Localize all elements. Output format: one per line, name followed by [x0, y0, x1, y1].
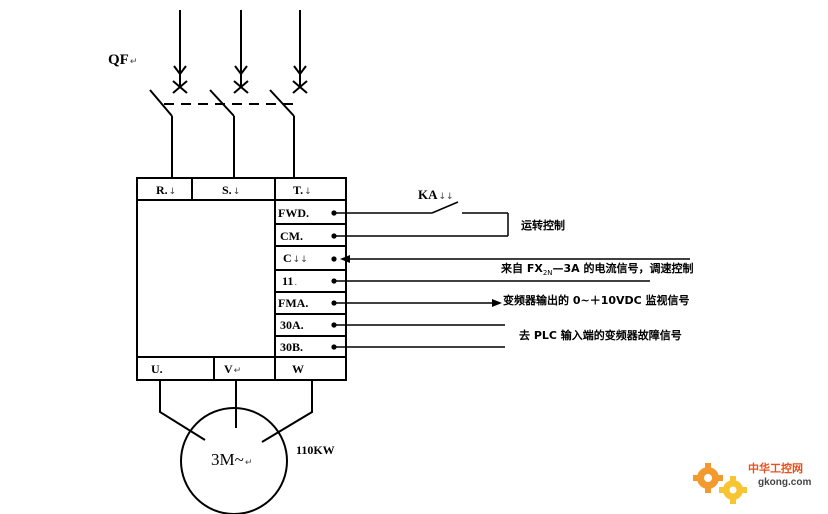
terminal-30b: 30B. [280, 341, 304, 354]
terminal-s-label: S. [222, 183, 232, 197]
annotation-freq-output: 变频器输出的 0~＋10VDC 监视信号 [503, 294, 690, 307]
terminal-w: W [292, 363, 305, 376]
relay-ka-label: KA↓↓ [418, 188, 454, 202]
supply-lines [172, 10, 308, 94]
annotation-current-signal-sub: 2N [542, 269, 553, 278]
annotation-current-signal-suffix: —3A 的电流信号，调速控制 [552, 262, 694, 275]
terminal-cm: CM. [280, 230, 304, 243]
breaker-label-text: QF [108, 52, 129, 68]
annotation-current-signal: 来自 FX2N—3A 的电流信号，调速控制 [501, 263, 694, 277]
terminal-t-label: T. [293, 183, 304, 197]
terminal-30b-label: 30B. [280, 340, 304, 354]
terminal-11: 11. [282, 275, 297, 288]
watermark-cn: 中华工控网 [748, 462, 803, 475]
terminal-s-mark: ↓ [232, 187, 241, 197]
terminal-u-label: U. [151, 362, 163, 376]
terminal-t-mark: ↓ [304, 187, 312, 197]
watermark-gear-icon [693, 463, 747, 504]
terminal-fma-label: FMA. [278, 296, 309, 310]
terminal-c: C↓↓ [283, 252, 308, 265]
relay-ka-text: KA [418, 187, 438, 202]
motor-label-mark: ↵ [244, 458, 253, 468]
control-wiring [334, 201, 690, 348]
motor-label-text: 3M~ [211, 450, 244, 469]
breaker-contacts [149, 89, 295, 178]
watermark-en: gkong.com [758, 477, 812, 488]
terminal-dots [331, 210, 337, 350]
relay-ka-mark: ↓↓ [438, 192, 454, 202]
annotation-fault-signal: 去 PLC 输入端的变频器故障信号 [519, 329, 682, 342]
terminal-30a: 30A. [280, 319, 305, 332]
signal-arrows [340, 255, 502, 307]
annotation-run-control: 运转控制 [521, 219, 565, 232]
terminal-11-label: 11 [282, 274, 294, 288]
terminal-v-mark: ↵ [233, 366, 242, 376]
terminal-cm-label: CM. [280, 229, 303, 243]
terminal-fwd-label: FWD. [278, 206, 309, 220]
breaker-label: QF↵ [108, 53, 137, 68]
terminal-s: S.↓ [222, 184, 240, 197]
terminal-v: V↵ [224, 363, 241, 376]
motor-label: 3M~↵ [211, 451, 252, 468]
terminal-u: U. [151, 363, 164, 376]
terminal-c-label: C [283, 251, 292, 265]
motor-power: 110KW [296, 443, 335, 457]
breaker-label-mark: ↵ [129, 57, 138, 67]
terminal-t: T.↓ [293, 184, 312, 197]
terminal-fwd: FWD. [278, 207, 310, 220]
terminal-r-mark: ↓ [168, 187, 177, 197]
terminal-c-mark: ↓↓ [292, 255, 308, 265]
terminal-r: R.↓ [156, 184, 176, 197]
terminal-fma: FMA. [278, 297, 309, 310]
terminal-r-label: R. [156, 183, 168, 197]
terminal-11-mark: . [294, 278, 298, 288]
terminal-w-label: W [292, 362, 304, 376]
inverter-body [136, 177, 347, 381]
terminal-30a-label: 30A. [280, 318, 304, 332]
terminal-v-label: V [224, 362, 233, 376]
annotation-current-signal-prefix: 来自 FX [501, 262, 543, 275]
motor-wiring [159, 380, 313, 514]
